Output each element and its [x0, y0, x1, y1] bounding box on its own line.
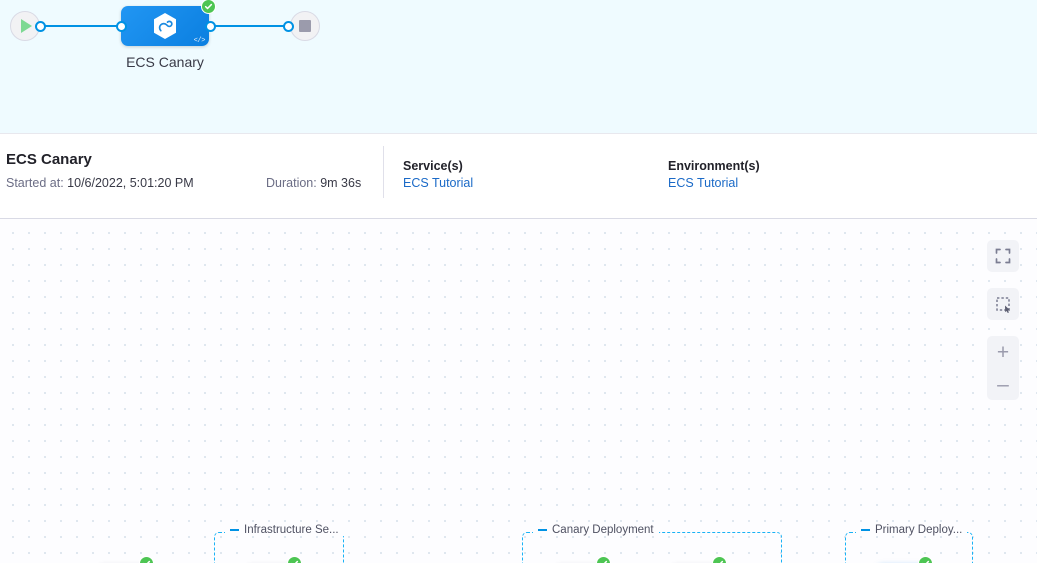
fullscreen-icon: [995, 248, 1011, 264]
fit-screen-button[interactable]: [987, 240, 1019, 272]
execution-graph-canvas[interactable]: Infrastructure Se... Canary Deployment P…: [0, 219, 1037, 563]
group-label-text: Infrastructure Se...: [244, 524, 339, 536]
connector-start-to-node: [40, 25, 120, 27]
group-infrastructure-section[interactable]: Infrastructure Se...: [214, 524, 344, 563]
end-port[interactable]: [283, 21, 294, 32]
header-divider: [383, 146, 384, 198]
marquee-select-icon: [995, 296, 1010, 313]
group-title-primary[interactable]: Primary Deploy...: [856, 524, 968, 536]
services-label: Service(s): [403, 159, 463, 173]
plus-icon: +: [996, 340, 1010, 364]
harness-hexagon-icon: [154, 13, 176, 39]
zoom-controls[interactable]: + –: [987, 336, 1019, 400]
check-icon: [600, 560, 608, 563]
node-code-badge: </>: [193, 37, 206, 45]
group-title-canary[interactable]: Canary Deployment: [533, 524, 659, 536]
environments-block: Environment(s) ECS Tutorial: [668, 159, 760, 190]
node-in-port[interactable]: [116, 21, 127, 32]
zoom-in-button[interactable]: +: [987, 336, 1019, 368]
duration-label: Duration:: [266, 176, 317, 190]
check-icon: [143, 560, 151, 563]
status-badge-success: [201, 0, 216, 14]
group-title-infrastructure[interactable]: Infrastructure Se...: [225, 524, 344, 536]
zoom-out-button[interactable]: –: [987, 368, 1019, 400]
page-title: ECS Canary: [6, 151, 92, 168]
group-canary-deployment[interactable]: Canary Deployment: [522, 524, 782, 563]
execution-header: ECS Canary Started at: 10/6/2022, 5:01:2…: [0, 133, 1037, 219]
started-at-label: Started at:: [6, 176, 64, 190]
collapse-icon[interactable]: [538, 529, 547, 531]
group-primary-deployment[interactable]: Primary Deploy...: [845, 524, 973, 563]
group-label-text: Canary Deployment: [552, 524, 654, 536]
status-badge-success: [139, 556, 154, 563]
fit-screen-control[interactable]: [987, 240, 1019, 272]
start-port[interactable]: [35, 21, 46, 32]
check-icon: [204, 3, 213, 10]
duration-value: 9m 36s: [320, 176, 362, 190]
check-icon: [291, 560, 299, 563]
started-at-value: 10/6/2022, 5:01:20 PM: [67, 176, 194, 190]
pipeline-end-node[interactable]: [290, 11, 320, 41]
select-area-button[interactable]: [987, 288, 1019, 320]
pipeline-stage-node[interactable]: </>: [121, 0, 216, 46]
collapse-icon[interactable]: [861, 529, 870, 531]
check-icon: [922, 560, 930, 563]
play-icon: [21, 19, 32, 33]
node-out-port[interactable]: [205, 21, 216, 32]
services-value-link[interactable]: ECS Tutorial: [403, 176, 474, 190]
environments-value-link[interactable]: ECS Tutorial: [668, 176, 739, 190]
check-icon: [716, 560, 724, 563]
stop-icon: [299, 20, 311, 32]
environments-label: Environment(s): [668, 159, 760, 173]
connector-node-to-end: [210, 25, 288, 27]
services-block: Service(s) ECS Tutorial: [403, 159, 473, 190]
group-label-text: Primary Deploy...: [875, 524, 963, 536]
pipeline-overview-strip: </> ECS Canary: [0, 0, 1037, 133]
started-at-info: Started at: 10/6/2022, 5:01:20 PM: [6, 176, 194, 190]
collapse-icon[interactable]: [230, 529, 239, 531]
minus-icon: –: [997, 372, 1009, 396]
pipeline-stage-label: ECS Canary: [126, 54, 204, 70]
select-area-control[interactable]: [987, 288, 1019, 320]
duration-info: Duration: 9m 36s: [266, 176, 361, 190]
